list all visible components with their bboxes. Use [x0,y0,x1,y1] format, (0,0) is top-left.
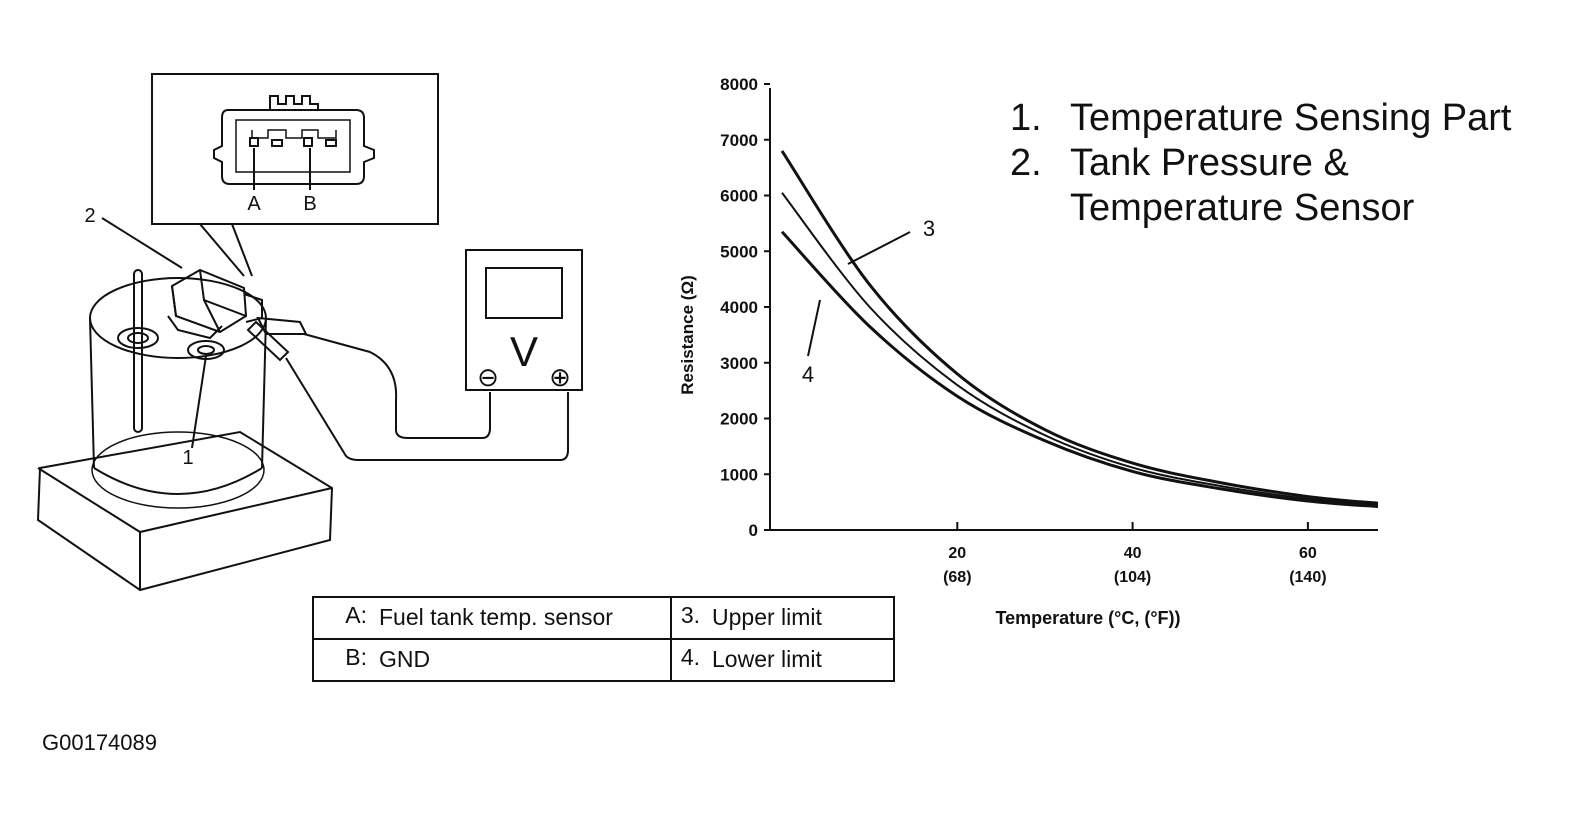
pin-label-b: B [303,193,316,215]
y-tick-label: 0 [749,521,758,540]
series-line-1 [780,150,1379,505]
title-2-number: 2. [1010,142,1042,184]
legend-cell: A: Fuel tank temp. sensor [312,596,672,640]
y-tick-label: 2000 [720,410,758,429]
y-tick-label: 1000 [720,465,758,484]
series-3-label: 3 [923,216,935,241]
title-row-1: 1. Temperature Sensing Part [1010,96,1511,141]
legend-row: B: GND 4. Lower limit [312,638,895,682]
illustration-labels: A B 1 2 V ⊖ ⊕ [84,193,570,469]
legend-key-4: 4. [680,644,700,670]
legend-cell: 3. Upper limit [670,596,895,640]
y-tick-label: 5000 [720,242,758,261]
legend-key-a: A: [345,602,367,628]
x-axis-title: Temperature (°C, (°F)) [995,608,1180,628]
series-group [780,150,1379,509]
x-tick-sublabel: (140) [1289,569,1326,586]
x-tick-sublabel: (68) [943,569,971,586]
title-3-text: Temperature Sensor [1070,187,1415,229]
voltmeter-negative-terminal: ⊖ [477,362,499,392]
y-tick-label: 3000 [720,354,758,373]
x-tick-label: 60 [1299,545,1317,562]
legend-key-3: 3. [680,602,700,628]
title-1-number: 1. [1010,97,1042,139]
pin-label-a: A [247,193,261,215]
legend-value-a: Fuel tank temp. sensor [379,604,613,630]
legend-value-b: GND [379,646,431,672]
title-row-3: Temperature Sensor [1010,186,1511,231]
legend-value-3: Upper limit [712,604,822,630]
title-row-2: 2. Tank Pressure & [1010,141,1511,186]
y-tick-label: 6000 [720,187,758,206]
series-3-leader [847,231,911,265]
y-axis-title: Resistance (Ω) [678,275,697,394]
voltmeter-label: V [510,328,538,375]
y-tick-label: 8000 [720,75,758,94]
series-line-3 [780,230,1379,509]
x-tick-group: 20 (68) 40 (104) 60 (140) [943,522,1327,586]
part-title-list: 1. Temperature Sensing Part 2. Tank Pressu… [1010,96,1511,231]
legend-key-b: B: [345,644,367,670]
figure-id: G00174089 [42,730,157,755]
x-tick-label: 20 [948,545,966,562]
y-tick-label: 4000 [720,298,758,317]
y-tick-group: 0 1000 2000 3000 4000 5000 6000 7000 8000 [720,75,770,540]
title-1-text: Temperature Sensing Part [1070,97,1512,139]
series-line-2 [781,192,1379,506]
callout-2: 2 [84,205,95,227]
resistance-chart: 0 1000 2000 3000 4000 5000 6000 7000 8000 20 (68)… [678,75,1379,628]
callout-1: 1 [182,447,193,469]
legend-cell: B: GND [312,638,672,682]
x-tick-sublabel: (104) [1114,569,1151,586]
y-tick-label: 7000 [720,131,758,150]
series-4-label: 4 [802,362,814,387]
legend-value-4: Lower limit [712,646,822,672]
legend-row: A: Fuel tank temp. sensor 3. Upper limit [312,596,895,640]
series-4-leader [807,299,821,357]
legend-cell: 4. Lower limit [670,638,895,682]
legend-table: A: Fuel tank temp. sensor 3. Upper limit B… [312,596,895,682]
sensor-illustration [36,73,583,592]
x-tick-label: 40 [1124,545,1142,562]
title-2-text: Tank Pressure & [1070,142,1349,184]
voltmeter-positive-terminal: ⊕ [549,362,571,392]
